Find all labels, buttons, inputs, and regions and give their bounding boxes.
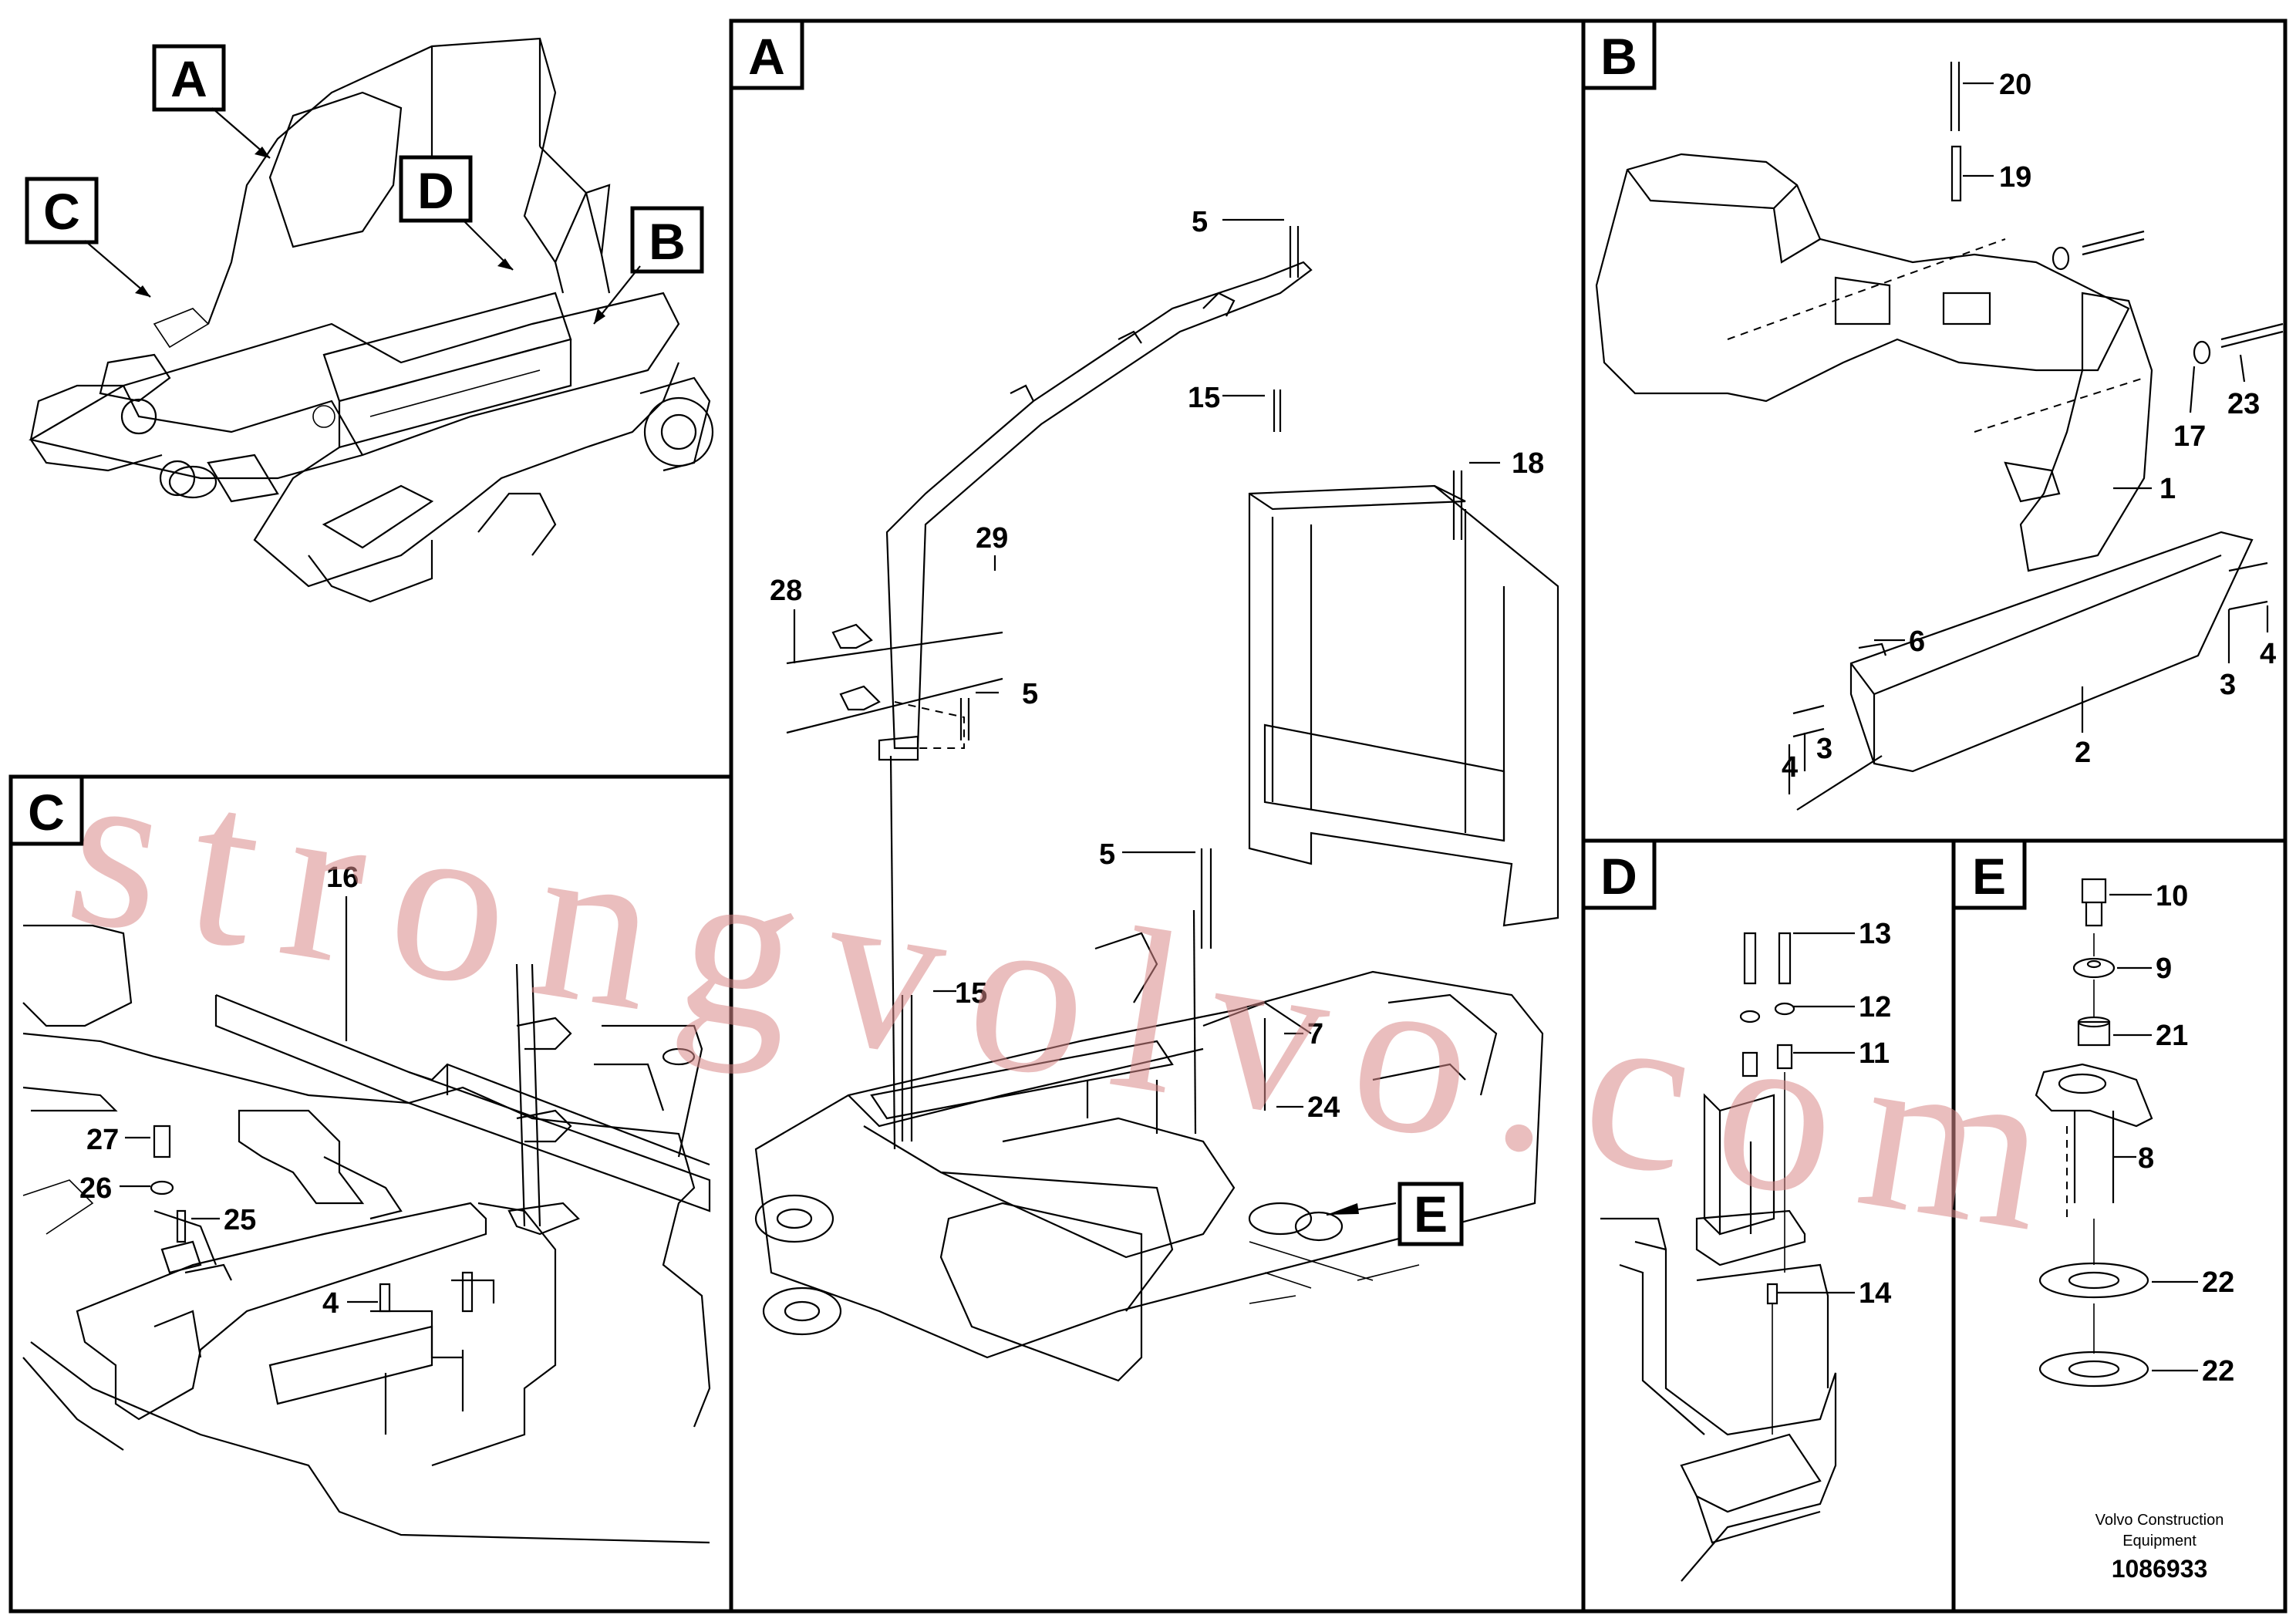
- callout-d-11: 11: [1859, 1037, 1890, 1070]
- svg-text:A: A: [748, 28, 785, 85]
- callout-e-22-bottom: 22: [2202, 1355, 2234, 1388]
- callout-b-1: 1: [2159, 473, 2176, 505]
- svg-text:C: C: [43, 183, 80, 240]
- callout-b-20: 20: [1999, 69, 2031, 101]
- callout-b-2: 2: [2075, 737, 2091, 769]
- callout-d-14: 14: [1859, 1277, 1891, 1310]
- callout-e-22-top: 22: [2202, 1266, 2234, 1299]
- callout-b-19: 19: [1999, 161, 2031, 194]
- svg-text:C: C: [28, 784, 65, 841]
- panel-d-callouts: 13 12 11 14: [1778, 918, 1891, 1310]
- callout-b-4-right: 4: [2260, 638, 2276, 670]
- svg-text:E: E: [1972, 848, 2006, 905]
- callout-a-7: 7: [1307, 1018, 1323, 1050]
- panel-c-illustration: [22, 924, 711, 1544]
- callout-b-3-left: 3: [1816, 733, 1832, 765]
- panel-b-illustration: [1595, 62, 2284, 811]
- callout-a-15-top: 15: [1188, 382, 1220, 414]
- callout-b-3-right: 3: [2220, 669, 2236, 701]
- callout-d-12: 12: [1859, 991, 1891, 1023]
- callout-a-5-low: 5: [1099, 838, 1115, 871]
- callout-c-27: 27: [86, 1124, 119, 1156]
- callout-c-4: 4: [322, 1287, 339, 1320]
- callout-d-13: 13: [1859, 918, 1891, 950]
- callout-a-28: 28: [770, 575, 802, 607]
- callout-a-5-mid: 5: [1022, 678, 1038, 710]
- panel-e: E: [1951, 838, 2288, 1614]
- overview-callout-b: B: [593, 206, 704, 325]
- overview-callout-a: A: [152, 44, 271, 159]
- callout-b-4-left: 4: [1782, 751, 1798, 784]
- company-line-2: Equipment: [2122, 1533, 2197, 1549]
- panel-c: C: [8, 774, 733, 1614]
- callout-e-21: 21: [2156, 1020, 2188, 1052]
- callout-e-10: 10: [2156, 880, 2188, 912]
- callout-a-24: 24: [1307, 1091, 1340, 1124]
- panel-e-callouts: 10 9 21 8 22 22: [2109, 880, 2234, 1388]
- callout-c-25: 25: [224, 1204, 256, 1236]
- panel-a-callouts: [793, 218, 1500, 1216]
- svg-text:D: D: [1600, 848, 1637, 905]
- company-line-1: Volvo Construction: [2095, 1512, 2224, 1529]
- panel-b: B: [1581, 19, 2288, 843]
- callout-b-17: 17: [2173, 420, 2206, 453]
- callout-a-29: 29: [976, 522, 1008, 555]
- svg-text:D: D: [417, 162, 454, 219]
- callout-a-18: 18: [1512, 447, 1544, 480]
- callout-a-15-low: 15: [955, 977, 987, 1010]
- callout-c-16: 16: [326, 862, 359, 894]
- svg-text:A: A: [170, 50, 207, 107]
- panel-c-callouts: 16 27 26 25 4: [79, 862, 378, 1320]
- panel-d: D: [1581, 838, 1956, 1614]
- panel-a-illustration: [754, 226, 1559, 1382]
- callout-e-9: 9: [2156, 953, 2172, 985]
- panel-a-callout-labels: 5 15 18 29 28 5 5 15 7 24 E: [770, 206, 1544, 1246]
- overview-callout-d: D: [399, 155, 514, 271]
- drawing-footer: Volvo Construction Equipment 1086933: [2095, 1512, 2224, 1583]
- panel-a: A: [729, 19, 1586, 1614]
- panel-e-illustration: [2035, 878, 2153, 1388]
- overview-illustration: [29, 37, 714, 603]
- panel-b-callouts: 20 19 17 23 1 6 3 4 3 4 2: [1782, 69, 2276, 794]
- drawing-number: 1086933: [2112, 1555, 2208, 1583]
- overview-callout-c: C: [25, 177, 151, 298]
- callout-a-5-top: 5: [1192, 206, 1208, 238]
- callout-c-26: 26: [79, 1172, 112, 1205]
- svg-text:B: B: [1600, 28, 1637, 85]
- callout-a-e: E: [1414, 1185, 1448, 1243]
- callout-b-23: 23: [2227, 388, 2260, 420]
- callout-b-6: 6: [1909, 626, 1925, 658]
- panel-d-illustration: [1600, 932, 1837, 1582]
- svg-text:B: B: [649, 213, 686, 270]
- callout-e-8: 8: [2138, 1142, 2154, 1175]
